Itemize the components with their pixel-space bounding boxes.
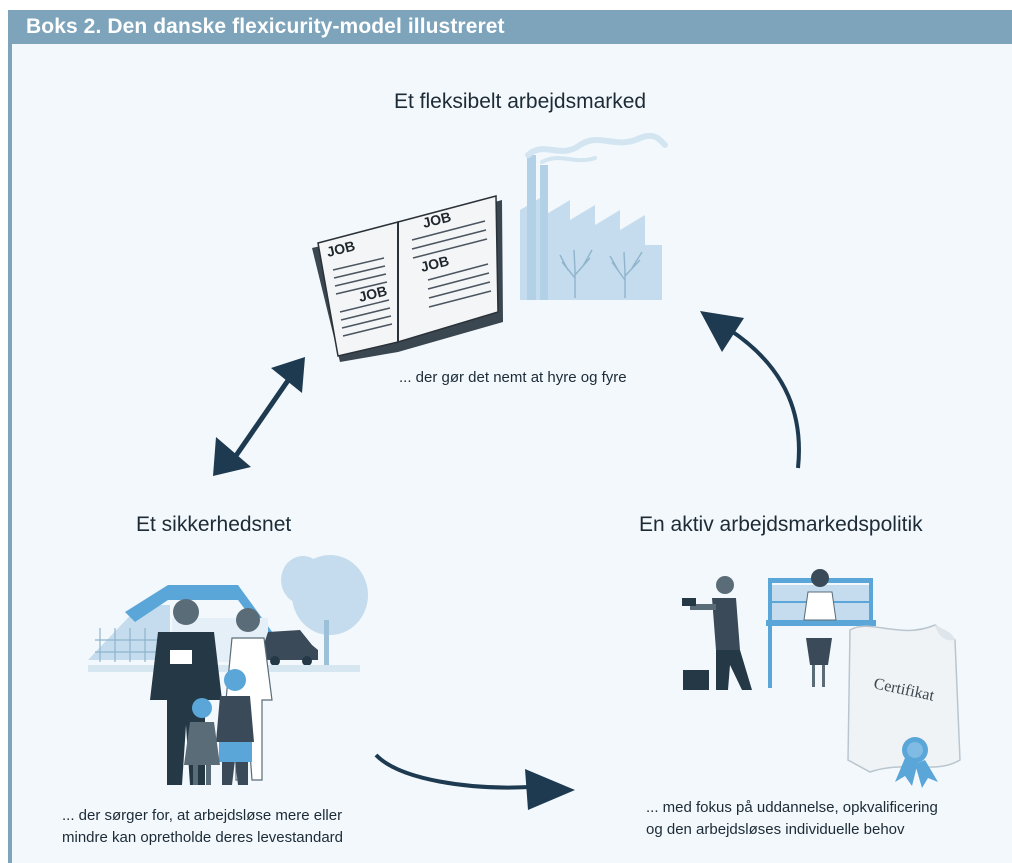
job-book-illustration: JOB JOB JOB JOB — [312, 195, 503, 362]
flow-arrows — [213, 311, 801, 810]
job-word: JOB — [357, 282, 389, 304]
job-word: JOB — [421, 208, 453, 230]
factory-illustration — [520, 132, 668, 300]
seal-icon — [895, 737, 938, 788]
node-caption-active-labour-market-policy: ... med fokus på uddannelse, opkvalifice… — [646, 797, 938, 841]
safety-net-illustration — [88, 555, 368, 785]
arrow-left-to-right — [374, 753, 531, 790]
arrow-top-left-bidirectional — [230, 377, 292, 462]
job-word: JOB — [325, 237, 357, 259]
node-title-active-labour-market-policy: En aktiv arbejdsmarkedspolitik — [639, 513, 923, 536]
arrow-right-to-top — [728, 328, 801, 469]
caption-line: mindre kan opretholde deres levestandard — [62, 829, 344, 846]
job-word: JOB — [419, 252, 451, 274]
box-header: Boks 2. Den danske flexicurity-model ill… — [8, 10, 1012, 44]
node-caption-safety-net: ... der sørger for, at arbejdsløse mere … — [62, 805, 343, 849]
node-caption-flexible-labour-market: ... der gør det nemt at hyre og fyre — [399, 369, 627, 386]
caption-line: ... der sørger for, at arbejdsløse mere … — [62, 807, 343, 824]
caption-line: og den arbejdsløses individuelle behov — [646, 821, 905, 838]
node-title-safety-net: Et sikkerhedsnet — [136, 513, 292, 536]
tree-icon — [559, 249, 643, 298]
caption-line: ... med fokus på uddannelse, opkvalifice… — [646, 799, 938, 816]
box-title: Boks 2. Den danske flexicurity-model ill… — [26, 15, 505, 38]
node-title-flexible-labour-market: Et fleksibelt arbejdsmarked — [394, 90, 647, 113]
active-policy-illustration: Certifikat — [682, 569, 961, 788]
